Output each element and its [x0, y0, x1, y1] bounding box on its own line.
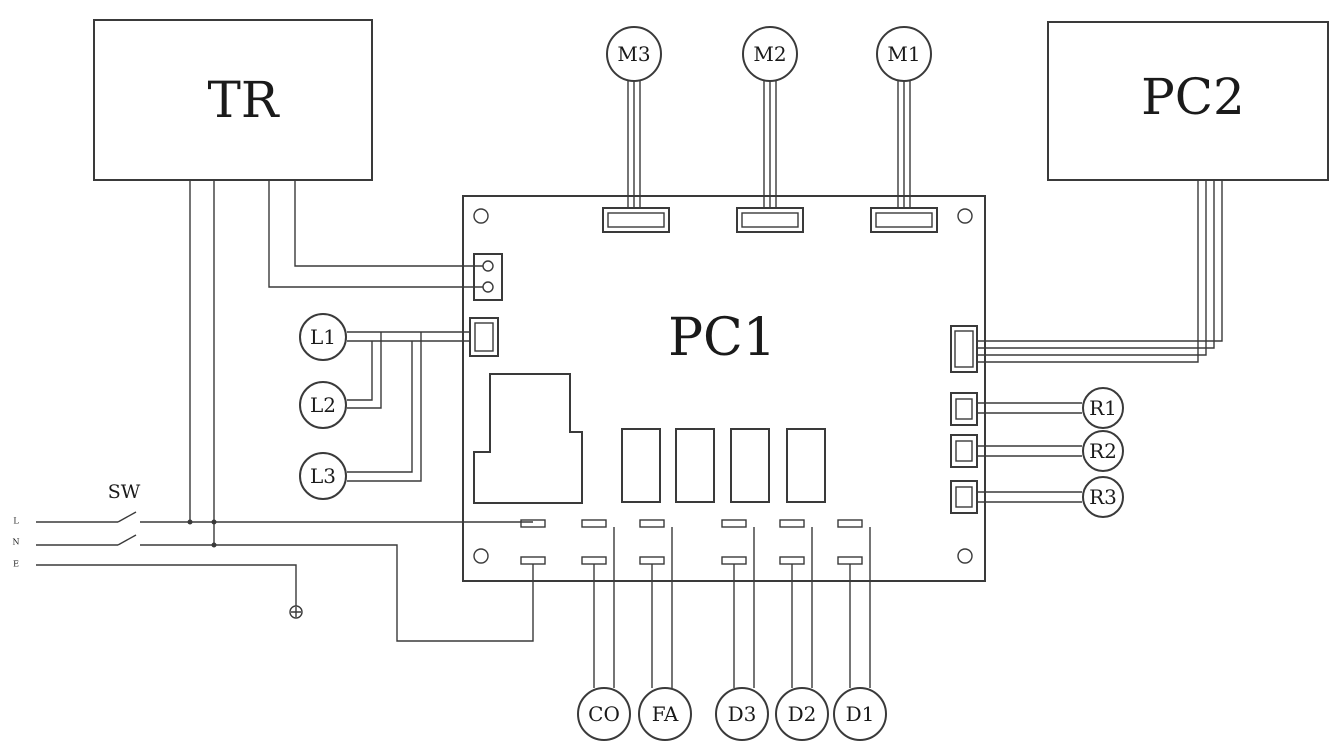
svg-text:D1: D1 — [846, 702, 875, 726]
svg-text:M2: M2 — [753, 42, 786, 66]
svg-text:M3: M3 — [617, 42, 650, 66]
motor-m3: M3 — [606, 26, 662, 82]
svg-text:R1: R1 — [1089, 396, 1117, 420]
relay-3 — [730, 428, 770, 503]
mounting-hole-bottom-right — [957, 548, 973, 564]
connector-tr — [473, 253, 503, 301]
sensor-r1: R1 — [1082, 387, 1124, 429]
pc2-label: PC2 — [1141, 68, 1245, 126]
sensor-l1: L1 — [299, 313, 347, 361]
pc2-block: PC2 — [1047, 21, 1329, 181]
connector-r2 — [950, 434, 978, 468]
sensor-r2: R2 — [1082, 430, 1124, 472]
component-fa: FA — [638, 687, 692, 741]
l-wires — [347, 331, 470, 482]
connector-l — [469, 317, 499, 357]
tr-output-wires — [189, 180, 483, 545]
mounting-hole-top-right — [957, 208, 973, 224]
svg-text:L2: L2 — [310, 393, 336, 417]
bottom-wires — [593, 527, 871, 688]
connector-r3 — [950, 480, 978, 514]
component-co: CO — [577, 687, 631, 741]
tr-label: TR — [208, 71, 280, 129]
motor-wires — [627, 80, 911, 208]
sensor-l2: L2 — [299, 381, 347, 429]
pc1-label: PC1 — [668, 308, 776, 368]
svg-text:D2: D2 — [788, 702, 817, 726]
svg-text:FA: FA — [652, 702, 679, 726]
sensor-l3: L3 — [299, 452, 347, 500]
power-module — [473, 373, 583, 504]
svg-text:CO: CO — [588, 702, 620, 726]
terminal-row-upper — [520, 519, 863, 528]
svg-text:L3: L3 — [310, 464, 336, 488]
svg-text:D3: D3 — [728, 702, 757, 726]
r-wires — [977, 402, 1082, 503]
pc1-board: PC1 — [462, 195, 986, 582]
relay-1 — [621, 428, 661, 503]
connector-pc2 — [950, 325, 978, 373]
mounting-hole-top-left — [473, 208, 489, 224]
component-d3: D3 — [715, 687, 769, 741]
sensor-r3: R3 — [1082, 476, 1124, 518]
svg-text:M1: M1 — [887, 42, 920, 66]
component-d1: D1 — [833, 687, 887, 741]
svg-text:R2: R2 — [1089, 439, 1117, 463]
relay-2 — [675, 428, 715, 503]
component-d2: D2 — [775, 687, 829, 741]
tr-block: TR — [93, 19, 373, 181]
mains-l-label: L — [13, 517, 19, 526]
mains-n-label: N — [13, 538, 20, 547]
connector-r1 — [950, 392, 978, 426]
motor-m2: M2 — [742, 26, 798, 82]
connector-m3 — [602, 207, 670, 233]
relay-4 — [786, 428, 826, 503]
svg-text:R3: R3 — [1089, 485, 1117, 509]
pc2-wires — [977, 180, 1223, 363]
mains-e-label: E — [13, 560, 19, 569]
ground-icon — [289, 605, 303, 619]
svg-text:L1: L1 — [310, 325, 336, 349]
motor-m1: M1 — [876, 26, 932, 82]
mounting-hole-bottom-left — [473, 548, 489, 564]
switch-label: SW — [108, 481, 141, 503]
mains-lines: L N E — [13, 511, 534, 642]
